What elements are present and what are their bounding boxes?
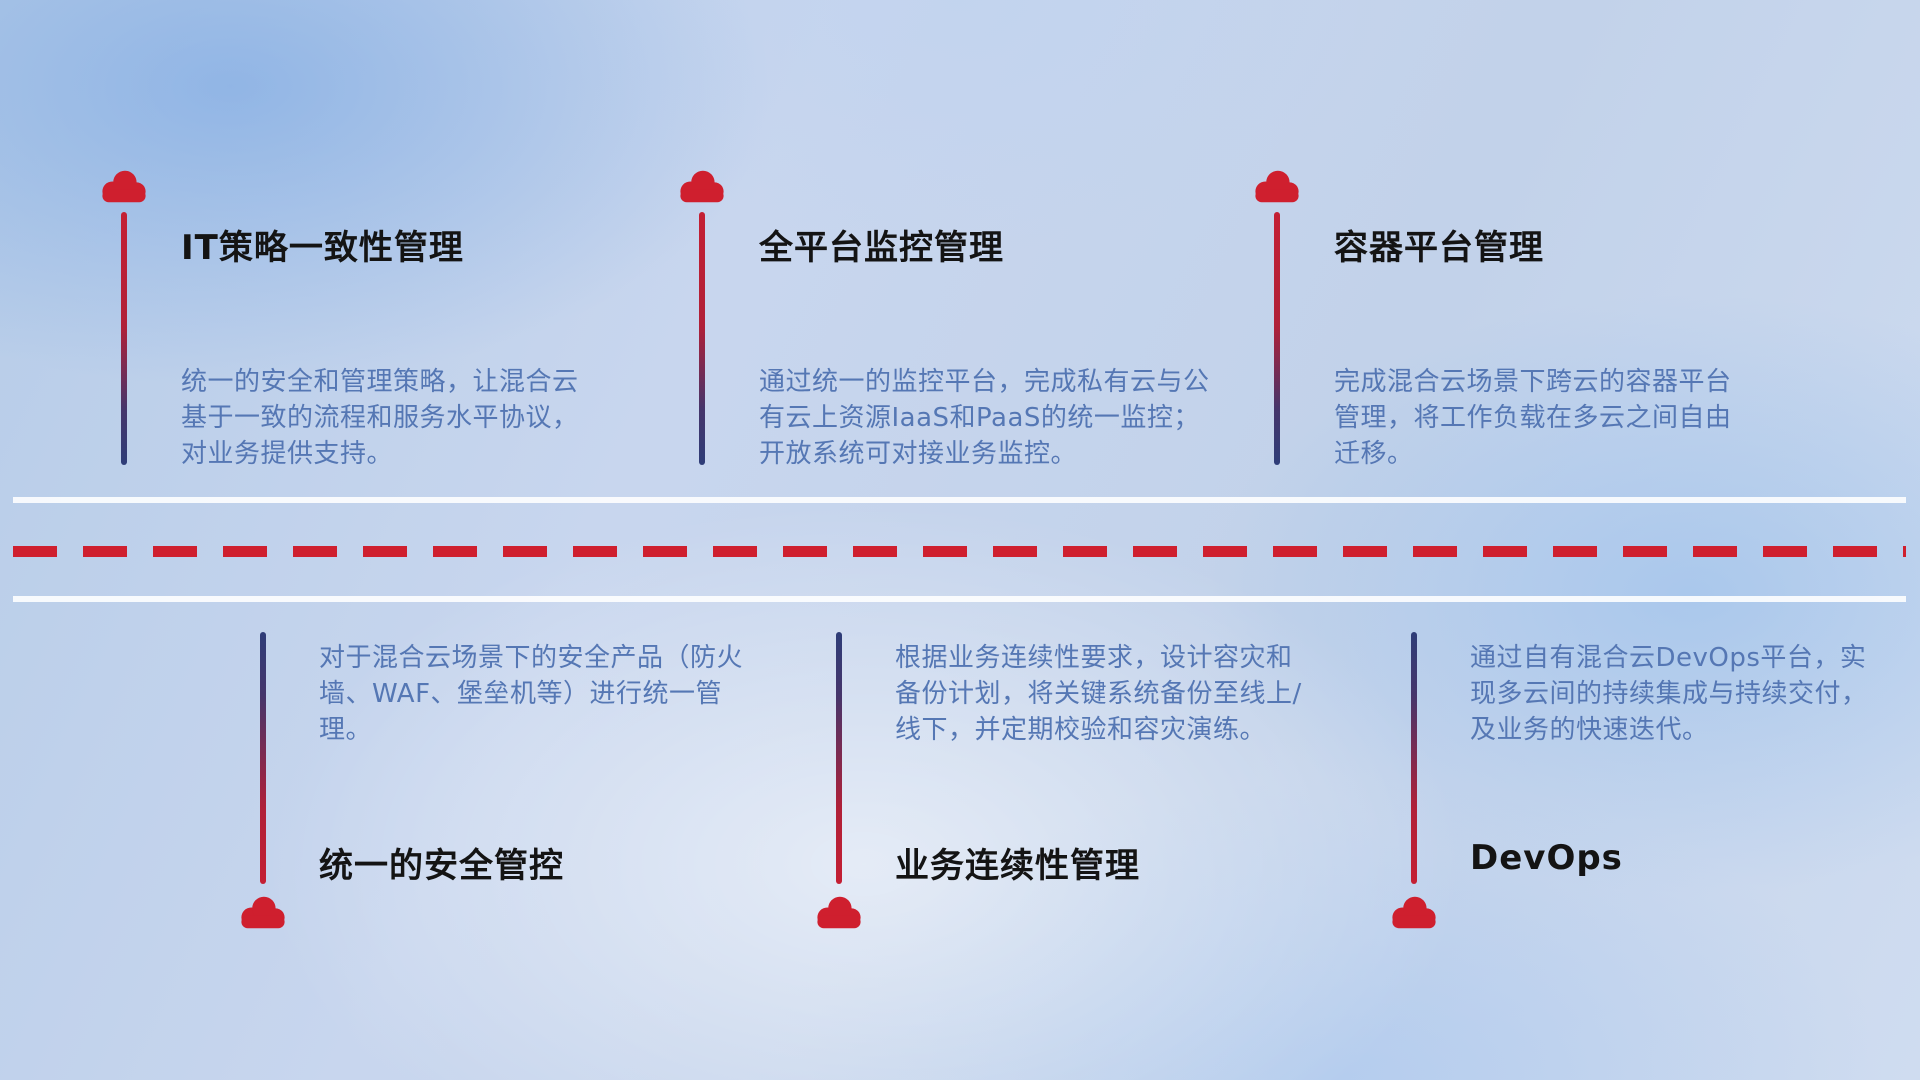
timeline-dashed-line xyxy=(13,546,1906,557)
connector-line xyxy=(121,212,127,465)
connector-line xyxy=(836,632,842,884)
connector-line xyxy=(260,632,266,884)
cloud-icon xyxy=(1387,894,1441,930)
capability-description: 通过自有混合云DevOps平台，实现多云间的持续集成与持续交付，及业务的快速迭代… xyxy=(1470,643,1868,745)
capability-description: 根据业务连续性要求，设计容灾和备份计划，将关键系统备份至线上/线下，并定期校验和… xyxy=(895,643,1302,745)
timeline-lower-line xyxy=(13,596,1906,602)
connector-line xyxy=(699,212,705,465)
capability-title: 业务连续性管理 xyxy=(895,846,1140,886)
cloud-icon xyxy=(675,168,729,204)
cloud-icon xyxy=(236,894,290,930)
cloud-icon xyxy=(812,894,866,930)
cloud-icon xyxy=(97,168,151,204)
capability-title: 全平台监控管理 xyxy=(759,228,1004,268)
capability-description: 完成混合云场景下跨云的容器平台管理，将工作负载在多云之间自由迁移。 xyxy=(1334,367,1732,469)
capability-title: IT策略一致性管理 xyxy=(181,228,464,268)
connector-line xyxy=(1274,212,1280,465)
capability-title: 统一的安全管控 xyxy=(319,846,564,886)
capability-description: 统一的安全和管理策略，让混合云基于一致的流程和服务水平协议，对业务提供支持。 xyxy=(181,367,579,469)
timeline-upper-line xyxy=(13,497,1906,503)
capability-description: 对于混合云场景下的安全产品（防火墙、WAF、堡垒机等）进行统一管理。 xyxy=(319,643,744,745)
capability-title: 容器平台管理 xyxy=(1334,228,1544,268)
capability-title: DevOps xyxy=(1470,838,1623,878)
capability-description: 通过统一的监控平台，完成私有云与公有云上资源IaaS和PaaS的统一监控；开放系… xyxy=(759,367,1210,469)
cloud-icon xyxy=(1250,168,1304,204)
connector-line xyxy=(1411,632,1417,884)
